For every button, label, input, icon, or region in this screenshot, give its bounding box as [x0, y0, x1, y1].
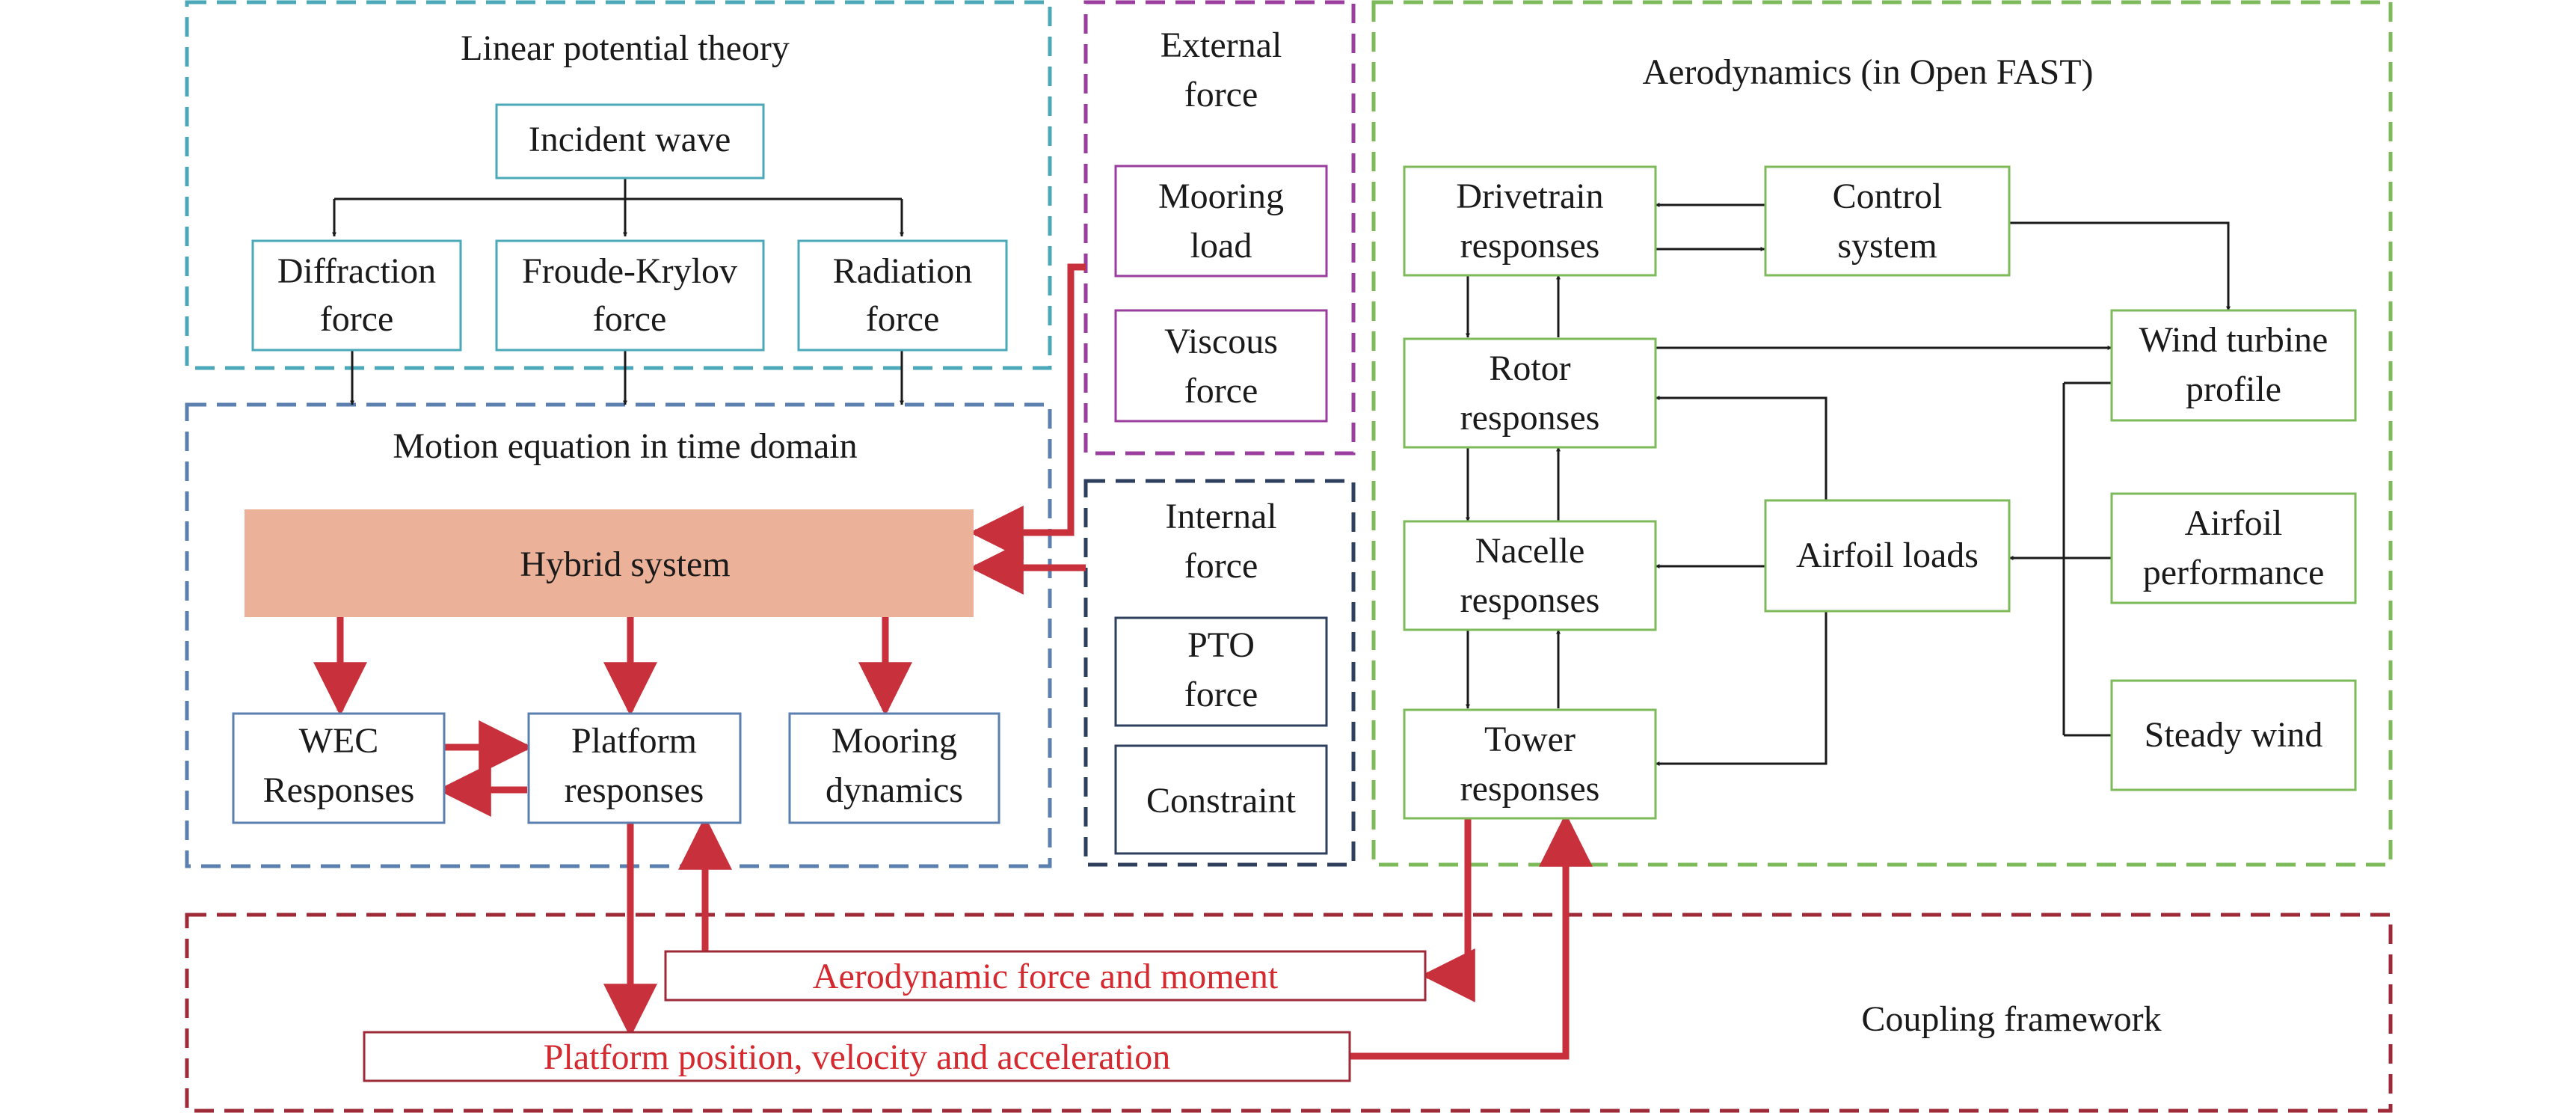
connectors-aero: [1466, 203, 2231, 766]
node-platform-position-velocity-acceleration: Platform position, velocity and accelera…: [363, 1031, 1351, 1082]
node-airfoil-performance-line1: Airfoil: [2185, 503, 2283, 543]
node-steady-wind-label: Steady wind: [2145, 715, 2323, 755]
node-airfoil-loads-label: Airfoil loads: [1796, 536, 1979, 575]
node-diffraction-force-line2: force: [320, 299, 394, 339]
node-wec-responses: WEC Responses: [232, 712, 446, 824]
node-viscous-force: Viscous force: [1114, 309, 1328, 423]
node-drivetrain-responses: Drivetrain responses: [1403, 165, 1657, 277]
node-tower-responses-line2: responses: [1460, 769, 1600, 809]
group-title-coupling-framework: Coupling framework: [1861, 999, 2161, 1039]
node-diffraction-force-line1: Diffraction: [277, 251, 436, 291]
node-wec-responses-line1: WEC: [299, 721, 379, 761]
group-title-external-force-line1: External: [1161, 25, 1282, 65]
group-title-internal-force-line1: Internal: [1165, 497, 1276, 536]
connectors-coupling-red: [603, 812, 1593, 1060]
node-viscous-force-line2: force: [1184, 371, 1258, 411]
node-froude-krylov-force: Froude-Krylov force: [495, 239, 765, 352]
node-drivetrain-responses-line1: Drivetrain: [1456, 177, 1603, 216]
node-aerodynamic-force-and-moment: Aerodynamic force and moment: [664, 950, 1427, 1002]
node-pto-force-line2: force: [1184, 675, 1258, 714]
node-rotor-responses-line1: Rotor: [1489, 349, 1570, 388]
node-platform-responses-line2: responses: [565, 770, 704, 810]
node-constraint-label: Constraint: [1146, 781, 1297, 821]
node-constraint: Constraint: [1114, 744, 1328, 855]
node-tower-responses: Tower responses: [1403, 708, 1657, 820]
node-incident-wave: Incident wave: [495, 103, 765, 180]
node-nacelle-responses-line1: Nacelle: [1475, 531, 1585, 571]
node-radiation-force: Radiation force: [797, 239, 1008, 352]
group-frame-external-force: [1083, 0, 1356, 456]
node-platform-responses-line1: Platform: [571, 721, 697, 761]
node-mooring-dynamics-line1: Mooring: [831, 721, 957, 761]
node-nacelle-responses-line2: responses: [1460, 580, 1600, 620]
node-mooring-load-line1: Mooring: [1158, 177, 1284, 216]
node-froude-krylov-force-line2: force: [593, 299, 667, 339]
node-airfoil-loads: Airfoil loads: [1764, 499, 2011, 613]
node-control-system: Control system: [1764, 165, 2011, 277]
connectors-linear-potential: [332, 178, 904, 405]
node-rotor-responses: Rotor responses: [1403, 337, 1657, 449]
node-viscous-force-line1: Viscous: [1164, 322, 1278, 361]
node-pto-force-line1: PTO: [1187, 625, 1255, 665]
node-aerodynamic-force-and-moment-label: Aerodynamic force and moment: [813, 957, 1279, 996]
group-frame-coupling-framework: [185, 913, 2393, 1113]
group-title-linear-potential-theory: Linear potential theory: [461, 28, 790, 68]
node-airfoil-performance-line2: performance: [2143, 553, 2325, 592]
node-nacelle-responses: Nacelle responses: [1403, 520, 1657, 631]
node-wind-turbine-profile-line1: Wind turbine: [2139, 320, 2328, 360]
group-title-external-force-line2: force: [1184, 75, 1258, 114]
group-frame-aerodynamics: [1371, 0, 2393, 867]
node-mooring-load: Mooring load: [1114, 165, 1328, 278]
node-wind-turbine-profile: Wind turbine profile: [2110, 309, 2357, 422]
group-title-aerodynamics: Aerodynamics (in Open FAST): [1643, 52, 2094, 92]
node-airfoil-performance: Airfoil performance: [2110, 492, 2357, 604]
node-tower-responses-line1: Tower: [1484, 720, 1576, 759]
node-wec-responses-line2: Responses: [263, 770, 415, 810]
node-mooring-load-line2: load: [1190, 226, 1252, 266]
node-drivetrain-responses-line2: responses: [1460, 226, 1600, 266]
node-platform-position-velocity-acceleration-label: Platform position, velocity and accelera…: [544, 1037, 1170, 1077]
node-hybrid-system: Hybrid system: [245, 509, 974, 617]
node-radiation-force-line2: force: [866, 299, 940, 339]
group-title-motion-equation: Motion equation in time domain: [393, 426, 857, 466]
group-frame-motion-equation: [185, 402, 1052, 868]
node-froude-krylov-force-line1: Froude-Krylov: [522, 251, 737, 291]
node-control-system-line1: Control: [1833, 177, 1943, 216]
node-radiation-force-line1: Radiation: [833, 251, 973, 291]
node-diffraction-force: Diffraction force: [251, 239, 462, 352]
group-title-internal-force-line2: force: [1184, 546, 1258, 586]
node-platform-responses: Platform responses: [527, 712, 742, 824]
group-frame-internal-force: [1083, 479, 1356, 867]
node-hybrid-system-label: Hybrid system: [520, 545, 730, 584]
node-incident-wave-label: Incident wave: [529, 120, 731, 159]
node-pto-force: PTO force: [1114, 616, 1328, 727]
node-mooring-dynamics: Mooring dynamics: [788, 712, 1000, 824]
node-rotor-responses-line2: responses: [1460, 398, 1600, 438]
group-frame-linear-potential-theory: [185, 0, 1052, 370]
node-steady-wind: Steady wind: [2110, 679, 2357, 791]
node-mooring-dynamics-line2: dynamics: [826, 770, 963, 810]
connectors-hydro-red: [313, 263, 1086, 817]
node-wind-turbine-profile-line2: profile: [2186, 370, 2281, 409]
node-control-system-line2: system: [1837, 226, 1937, 266]
